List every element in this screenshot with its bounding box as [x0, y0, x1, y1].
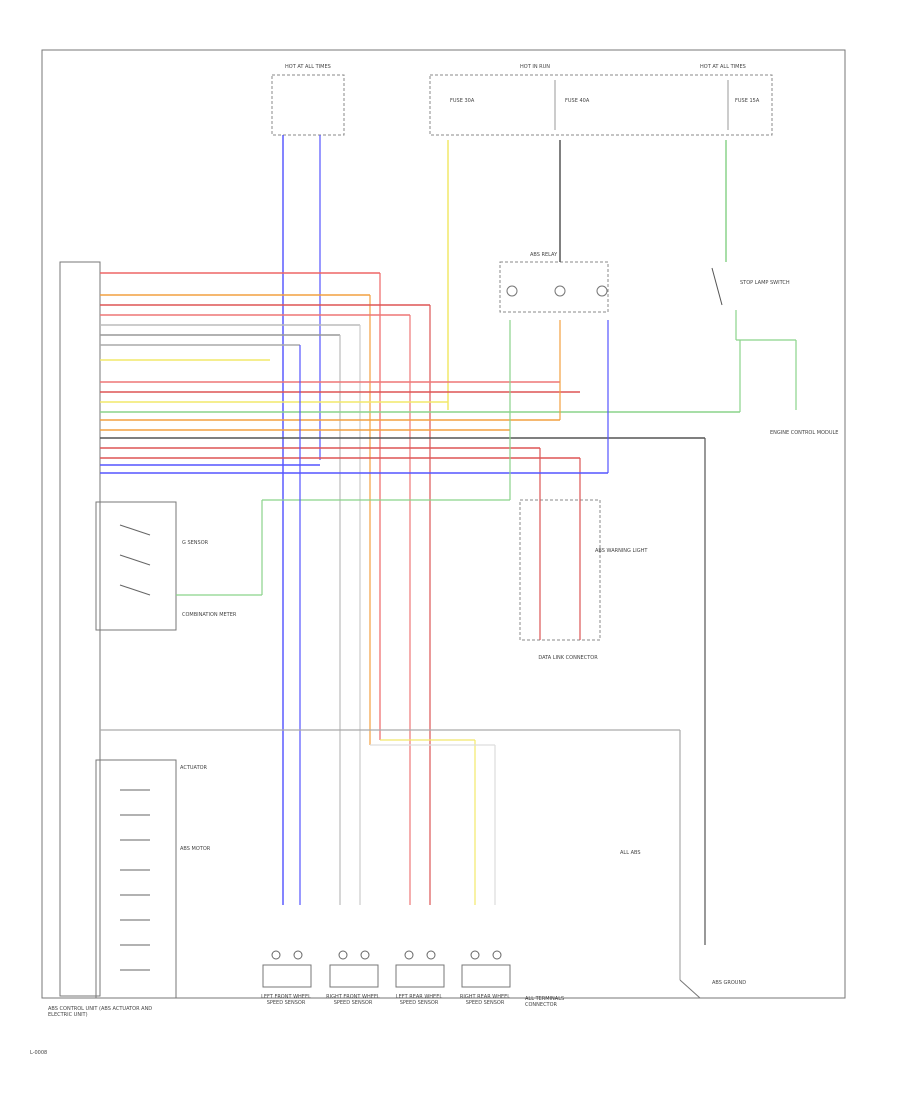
abs-control-unit	[59, 261, 101, 997]
label-lf-sensor: LEFT FRONT WHEEL SPEED SENSOR	[261, 994, 311, 1006]
label-stop-lamp: STOP LAMP SWITCH	[740, 280, 790, 286]
label-footer-id: L-0008	[30, 1050, 48, 1056]
sensor-box-rr	[461, 964, 511, 988]
label-hot-top: HOT AT ALL TIMES	[285, 64, 331, 70]
label-ground: ABS GROUND	[712, 980, 747, 986]
label-engine-unit: ENGINE CONTROL MODULE	[770, 430, 839, 436]
label-abs-warning: ABS WARNING LIGHT	[595, 548, 648, 554]
sensor-box-lf	[262, 964, 312, 988]
fuse-box-right	[429, 74, 773, 136]
fuse-box-left	[271, 74, 345, 136]
label-hot-right: HOT AT ALL TIMES	[700, 64, 746, 70]
combination-switch-box	[95, 501, 177, 631]
label-fuse-b: FUSE 40A	[565, 98, 590, 104]
label-data-link: DATA LINK CONNECTOR	[538, 655, 598, 661]
label-fuse-a: FUSE 30A	[450, 98, 475, 104]
label-rr-sensor: RIGHT REAR WHEEL SPEED SENSOR	[459, 994, 511, 1006]
label-relay: ABS RELAY	[530, 252, 558, 258]
sensor-box-lr	[395, 964, 445, 988]
label-hot-mid: HOT IN RUN	[520, 64, 551, 70]
label-actuator: ACTUATOR	[180, 765, 208, 771]
label-note: ALL ABS	[620, 850, 641, 856]
diagram-frame	[41, 49, 846, 999]
label-connector-note: ALL TERMINALS CONNECTOR	[525, 996, 565, 1008]
label-abs-unit: ABS CONTROL UNIT (ABS ACTUATOR AND ELECT…	[48, 1006, 153, 1018]
meter-box	[95, 759, 177, 999]
label-g-sensor: G SENSOR	[182, 540, 209, 546]
data-link-connector	[519, 499, 601, 641]
abs-relay-box	[499, 261, 609, 313]
label-abs-motor: ABS MOTOR	[180, 846, 211, 852]
label-lr-sensor: LEFT REAR WHEEL SPEED SENSOR	[395, 994, 443, 1006]
sensor-box-rf	[329, 964, 379, 988]
label-combination-meter: COMBINATION METER	[182, 612, 237, 618]
label-rf-sensor: RIGHT FRONT WHEEL SPEED SENSOR	[326, 994, 380, 1006]
label-fuse-c: FUSE 15A	[735, 98, 760, 104]
